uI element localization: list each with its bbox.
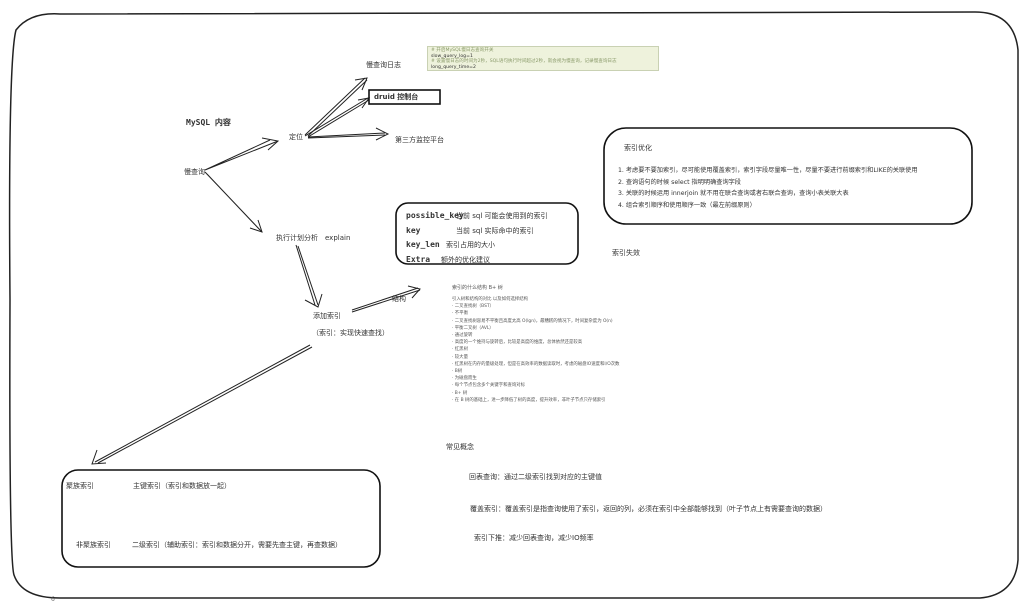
clustered-desc: 主键索引（索引和数据放一起） <box>133 482 231 490</box>
explain-box <box>395 202 579 265</box>
structure-line: · B+ 树 <box>452 390 468 396</box>
structure-line: · 较大量 <box>452 354 468 360</box>
note-line: # 设置慢日志的时间为2秒，SQL语句执行时间超过2秒，就会视为慢查询，记录慢查… <box>431 59 617 65</box>
slow-log-config-note: # 开启MySQL慢日志查询开关 slow_query_log=1 # 设置慢日… <box>427 46 659 71</box>
index-opt-box <box>603 127 973 225</box>
opt-item: 2. 查询语句的时候 select 指明明确查询字段 <box>618 178 741 186</box>
node-third-party: 第三方监控平台 <box>395 136 444 144</box>
explain-row: possible_key当前 sql 可能会使用到的索引 <box>406 211 548 220</box>
clustered-label: 聚族索引 <box>66 482 94 490</box>
structure-line: · 红黑树 <box>452 347 468 353</box>
note-line: long_query_time=2 <box>431 64 476 70</box>
druid-box <box>368 89 441 105</box>
note-line: # 开启MySQL慢日志查询开关 <box>431 48 494 53</box>
node-mysql: MySQL 内容 <box>186 118 231 127</box>
node-add-index: 添加索引 <box>313 312 341 320</box>
index-opt-title: 索引优化 <box>624 144 652 152</box>
clustered-box <box>61 469 381 568</box>
non-clustered-desc: 二级索引（辅助索引：索引和数据分开，需要先查主键，再查数据） <box>132 541 342 549</box>
node-index-fail: 索引失效 <box>612 249 640 257</box>
corner-mark: 6 <box>51 596 55 603</box>
structure-line: 引入树和结构的对比 以及如何选择结构 <box>452 297 529 302</box>
note-line: slow_query_log=1 <box>431 53 473 59</box>
node-locate: 定位 <box>289 133 303 141</box>
opt-item: 3. 关联的时候运用 innerjoin 就不用在联合查询或者右联合查询，查询小… <box>618 190 849 197</box>
structure-line: · 不平衡 <box>452 311 468 317</box>
index-opt-list: 1. 考虑要不要加索引，尽可能使用覆盖索引，索引字段尽量唯一性，尽量不要进行前缀… <box>618 165 918 211</box>
structure-line: · 为磁盘而生 <box>452 376 477 382</box>
structure-line: · 平衡二叉树（AVL） <box>452 325 494 331</box>
node-druid: druid 控制台 <box>374 93 419 101</box>
structure-line: · 二叉查找树容易不平衡且高度太高 O(lgn)，最糟糕的情况下，时间复杂度为 … <box>452 318 613 324</box>
canvas-frame <box>8 11 1019 599</box>
node-slow-log: 慢查询日志 <box>366 61 401 69</box>
non-clustered-label: 非聚族索引 <box>76 541 111 549</box>
opt-item: 1. 考虑要不要加索引，尽可能使用覆盖索引，索引字段尽量唯一性，尽量不要进行前缀… <box>618 167 918 174</box>
node-index-desc: （索引：实现快速查找） <box>312 329 389 337</box>
structure-notes: 引入树和结构的对比 以及如何选择结构 · 二叉查找树（BST） · 不平衡 · … <box>452 296 619 404</box>
structure-line: · 红黑树在内存的量级处理，但是在高效率的数据读取时，考虑的磁盘IO速度和I/O… <box>452 361 620 367</box>
node-slow-query: 慢查询 <box>184 168 205 176</box>
node-explain: 执行计划分析 explain <box>276 234 351 242</box>
structure-line: · 二叉查找树（BST） <box>452 304 494 310</box>
concept-item: 回表查询：通过二级索引找到对应的主键值 <box>469 473 602 481</box>
structure-line: · 在 B 树的基础上，进一步降低了树的高度，提升效率，非叶子节点只存储索引 <box>452 397 606 403</box>
opt-item: 4. 组合索引顺序和使用顺序一致（最左前缀原则） <box>618 201 756 209</box>
structure-line: · 每个节点包含多个关键字和查询对标 <box>452 383 526 389</box>
node-structure: 结构 <box>392 295 406 303</box>
structure-line: · 高度的一个维持与旋转后，比较是高度的维度，总体依然还是较高 <box>452 340 583 346</box>
concept-item: 索引下推：减少回表查询，减少IO频率 <box>474 534 594 542</box>
node-concepts: 常见概念 <box>446 443 474 451</box>
structure-line: · B树 <box>452 369 463 375</box>
structure-line: · 通过旋转 <box>452 333 473 339</box>
concept-item: 覆盖索引：覆盖索引是指查询使用了索引，返回的列，必须在索引中全部能够找到（叶子节… <box>470 505 827 513</box>
structure-title: 索引的什么结构 B+ 树 <box>452 285 503 291</box>
